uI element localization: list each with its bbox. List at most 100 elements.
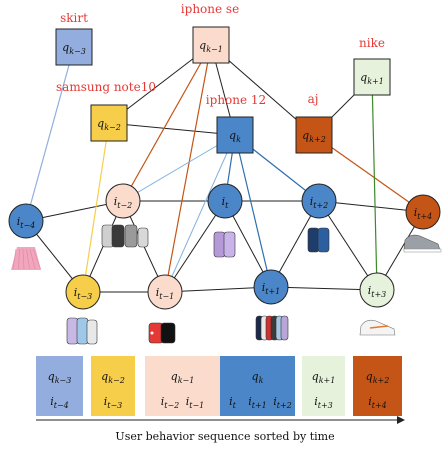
sequence-block: qk−2 it−3: [91, 356, 135, 416]
item-node-circle: [207, 183, 243, 219]
item-node-label: it−2: [114, 195, 133, 210]
sequence-item-label: it+3: [314, 395, 333, 410]
sequence-block-fill: [353, 356, 402, 416]
query-node-label: qk+2: [302, 129, 326, 144]
query-name-label: samsung note10: [56, 80, 156, 94]
sequence-block-fill: [91, 356, 135, 416]
item-node-label: it+2: [310, 195, 329, 210]
query-node-box: [90, 104, 128, 142]
item-edge: [164, 286, 272, 293]
item-node-label: it+1: [262, 281, 281, 296]
sequence-block-fill: [220, 356, 295, 416]
item-edge: [270, 286, 378, 291]
iphone-blue-thumbnail: [307, 227, 330, 253]
sequence-query-label: qk−2: [101, 370, 125, 385]
sequence-item-label: it−4: [50, 395, 69, 410]
query-edge: [108, 122, 236, 136]
query-item-edge: [234, 134, 272, 288]
sequence-query-label: qk+2: [366, 370, 390, 385]
sneaker-white-thumbnail: [359, 319, 396, 336]
galaxy-thumbnail: [66, 317, 98, 345]
item-node-circle: [253, 269, 289, 305]
sequence-item-label: it−1: [186, 395, 205, 410]
item-node-label: it−4: [17, 215, 36, 230]
sequence-item-label: it+2: [273, 395, 292, 410]
item-node-circle: [359, 272, 395, 308]
skirt-thumbnail: [11, 247, 41, 270]
query-node-box: [192, 26, 230, 64]
sequence-item-label: it−3: [104, 395, 123, 410]
sequence-block: qk−3 it−4: [36, 356, 83, 416]
item-node: it−1: [147, 274, 183, 310]
query-item-edge: [371, 76, 378, 291]
item-node-circle: [301, 183, 337, 219]
query-node: qk+2 aj: [295, 92, 333, 154]
sequence-query-label: qk: [252, 370, 264, 385]
query-name-label: iphone 12: [206, 93, 266, 107]
query-node-label: qk: [229, 129, 241, 144]
item-node-circle: [147, 274, 183, 310]
timeline-caption: User behavior sequence sorted by time: [115, 430, 334, 443]
sequence-item-label: it+4: [368, 395, 387, 410]
item-edge: [318, 200, 378, 291]
item-node-circle: [65, 274, 101, 310]
item-node: it+3: [359, 272, 395, 308]
iphone-colors-thumbnail: [255, 315, 289, 341]
sequence-block-fill: [36, 356, 83, 416]
query-node: qk iphone 12: [206, 93, 266, 154]
query-item-edge: [164, 134, 236, 293]
query-name-label: skirt: [60, 11, 88, 25]
item-node: it−4: [8, 203, 44, 239]
query-item-edge: [122, 44, 212, 202]
query-name-label: nike: [359, 36, 385, 50]
sequence-item-label: it−2: [161, 395, 180, 410]
item-node-label: it+3: [368, 284, 387, 299]
query-item-edge: [25, 46, 75, 222]
phones-thumbnail: [101, 224, 149, 248]
query-node: qk+1 nike: [353, 36, 391, 96]
item-node-label: it−1: [156, 286, 175, 301]
sequence-block: qk−1 it−2 it−1: [145, 356, 220, 416]
item-node: it−3: [65, 274, 101, 310]
item-node: it+4: [405, 194, 441, 230]
sequence-query-label: qk−1: [171, 370, 195, 385]
iphone-purple-thumbnail: [213, 231, 236, 258]
sequence-query-label: qk+1: [312, 370, 336, 385]
query-name-label: iphone se: [181, 2, 239, 16]
nodes-layer: qk−3 skirt qk−1 iphone se qk−2 samsung note10…: [8, 2, 441, 310]
query-node-label: qk−1: [199, 39, 223, 54]
item-node-circle: [105, 183, 141, 219]
query-item-edge: [164, 44, 212, 293]
item-edge: [164, 200, 226, 293]
item-node-circle: [8, 203, 44, 239]
query-node-box: [295, 116, 333, 154]
item-node-label: it−3: [74, 286, 93, 301]
item-node-label: it: [222, 195, 230, 210]
iphone-red-thumbnail: [148, 322, 176, 344]
item-node: it+2: [301, 183, 337, 219]
item-node: it+1: [253, 269, 289, 305]
item-node: it: [207, 183, 243, 219]
query-node: qk−3 skirt: [55, 11, 93, 66]
sequence-block: qk+1 it+3: [302, 356, 345, 416]
item-node: it−2: [105, 183, 141, 219]
query-node-box: [55, 28, 93, 66]
sequence-item-label: it+1: [248, 395, 267, 410]
thumbnails-layer: [11, 224, 442, 345]
query-node: qk−2 samsung note10: [56, 80, 156, 142]
query-node-label: qk−2: [97, 117, 121, 132]
sneaker-thumbnail: [403, 234, 442, 253]
query-node-label: qk−3: [62, 41, 86, 56]
sequence-block-fill: [302, 356, 345, 416]
query-node-box: [353, 58, 391, 96]
item-node-label: it+4: [414, 206, 433, 221]
query-name-label: aj: [308, 92, 319, 106]
query-item-edge: [82, 122, 110, 293]
item-node-circle: [405, 194, 441, 230]
sequence-query-label: qk−3: [48, 370, 72, 385]
sequence-block: qk+2 it+4: [353, 356, 402, 416]
query-node-label: qk+1: [360, 71, 384, 86]
query-item-edge: [122, 134, 236, 202]
